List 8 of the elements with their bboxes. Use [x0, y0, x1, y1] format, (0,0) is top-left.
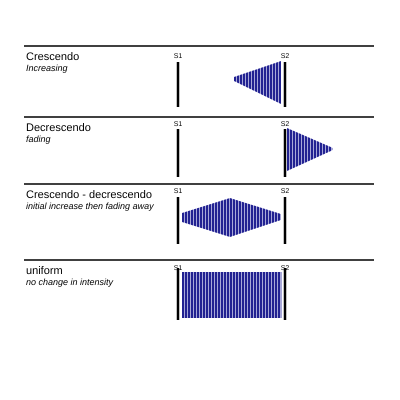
- murmur-name: uniform: [26, 265, 63, 277]
- murmur-name: Crescendo - decrescendo: [26, 189, 152, 201]
- murmur-description: no change in intensity: [26, 277, 114, 287]
- murmur-description: fading: [26, 134, 51, 144]
- murmur-name: Crescendo: [26, 51, 80, 63]
- murmur-description: Increasing: [26, 63, 68, 73]
- murmur-description: initial increase then fading away: [26, 201, 154, 211]
- murmur-name: Decrescendo: [26, 122, 91, 134]
